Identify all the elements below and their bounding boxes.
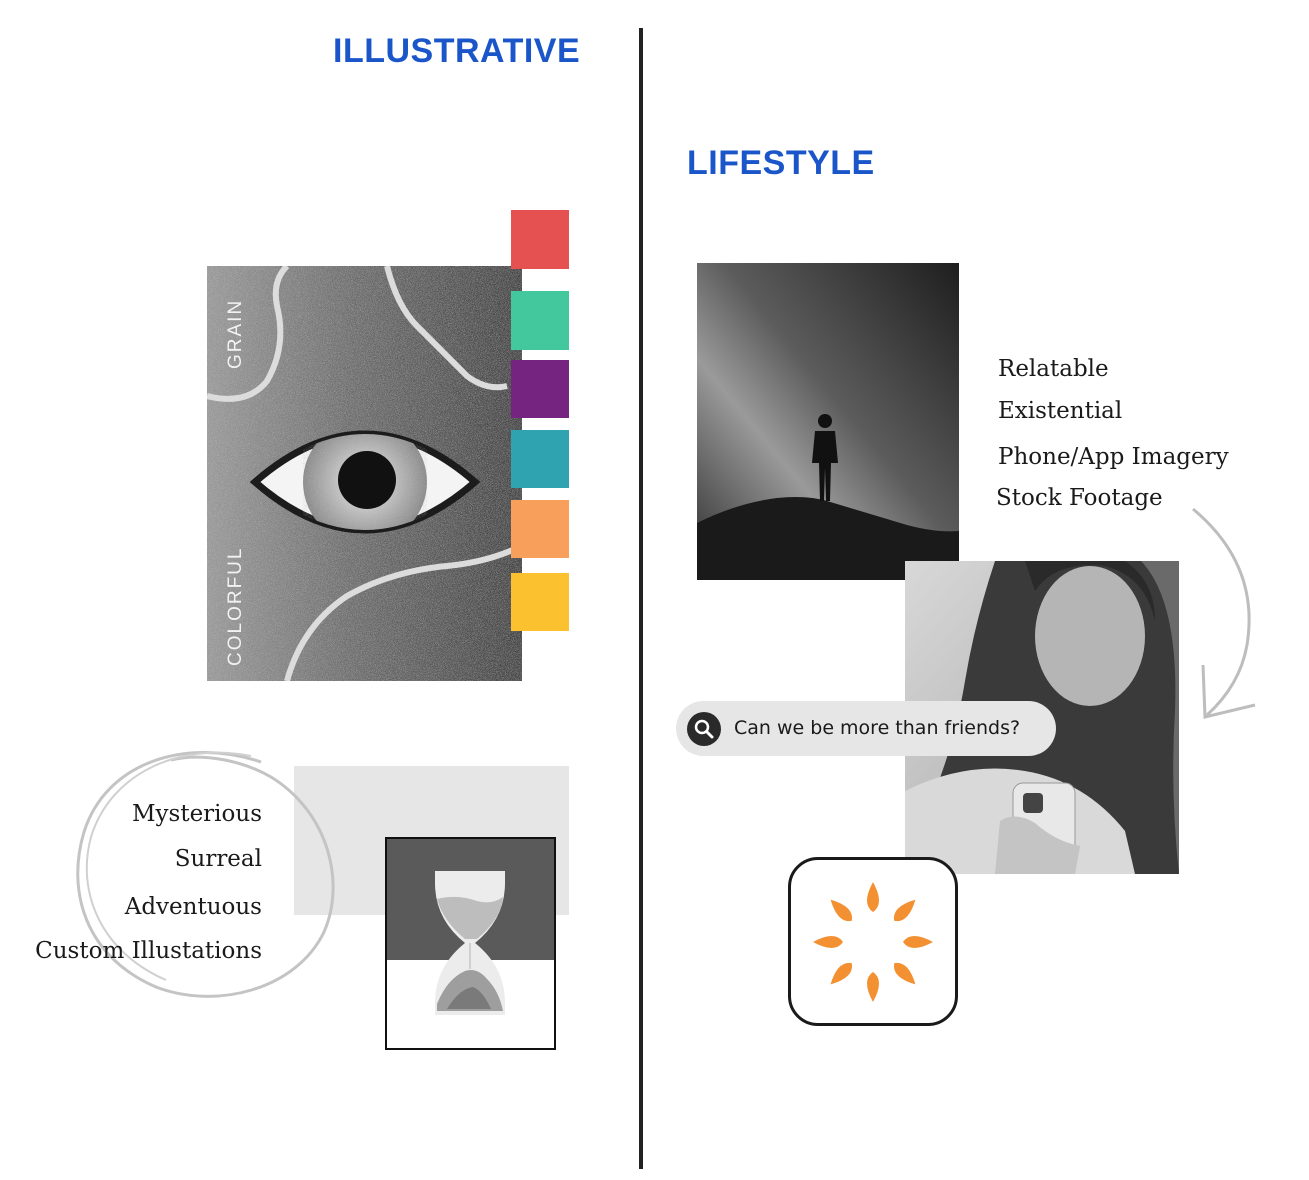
galaxy-photo-svg [697,263,959,580]
swatch-red [511,210,569,269]
sun-icon [813,882,933,1002]
search-icon-glyph [694,719,714,739]
curved-arrow-icon [1192,507,1256,719]
keyword-phone-app-imagery: Phone/App Imagery [998,444,1229,470]
keyword-custom-illustrations-text: Custom Illustations [35,938,262,964]
hourglass-card [385,837,556,1050]
eye-illustration-svg [206,263,522,682]
galaxy-photo [697,263,959,580]
swatch-yellow [511,573,569,631]
grain-label: GRAIN [225,298,246,369]
eye-illustration: GRAIN COLORFUL [206,263,522,682]
colorful-label: COLORFUL [225,546,246,666]
swatch-orange [511,500,569,558]
keyword-adventuous-text: Adventuous [124,894,262,920]
keyword-stock-footage: Stock Footage [996,485,1163,511]
swatch-green [511,291,569,350]
illustrative-heading: ILLUSTRATIVE [333,32,581,70]
swatch-teal [511,430,569,488]
lifestyle-heading: LIFESTYLE [687,144,875,182]
illustrative-keywords-list: Mysterious Surreal Adventuous Custom Ill… [0,0,262,964]
search-bar[interactable]: Can we be more than friends? [676,701,1056,756]
swatch-purple [511,360,569,418]
hourglass-illustration [387,839,554,1048]
keyword-existential: Existential [998,398,1123,424]
keyword-mysterious-text: Mysterious [131,801,262,827]
sun-app-icon[interactable] [788,857,958,1026]
center-divider [639,28,643,1169]
keyword-relatable: Relatable [998,356,1109,382]
hand-drawn-circle [76,751,335,998]
search-query-text: Can we be more than friends? [734,717,1021,739]
search-icon [687,712,721,746]
keyword-surreal-text: Surreal [174,846,262,872]
